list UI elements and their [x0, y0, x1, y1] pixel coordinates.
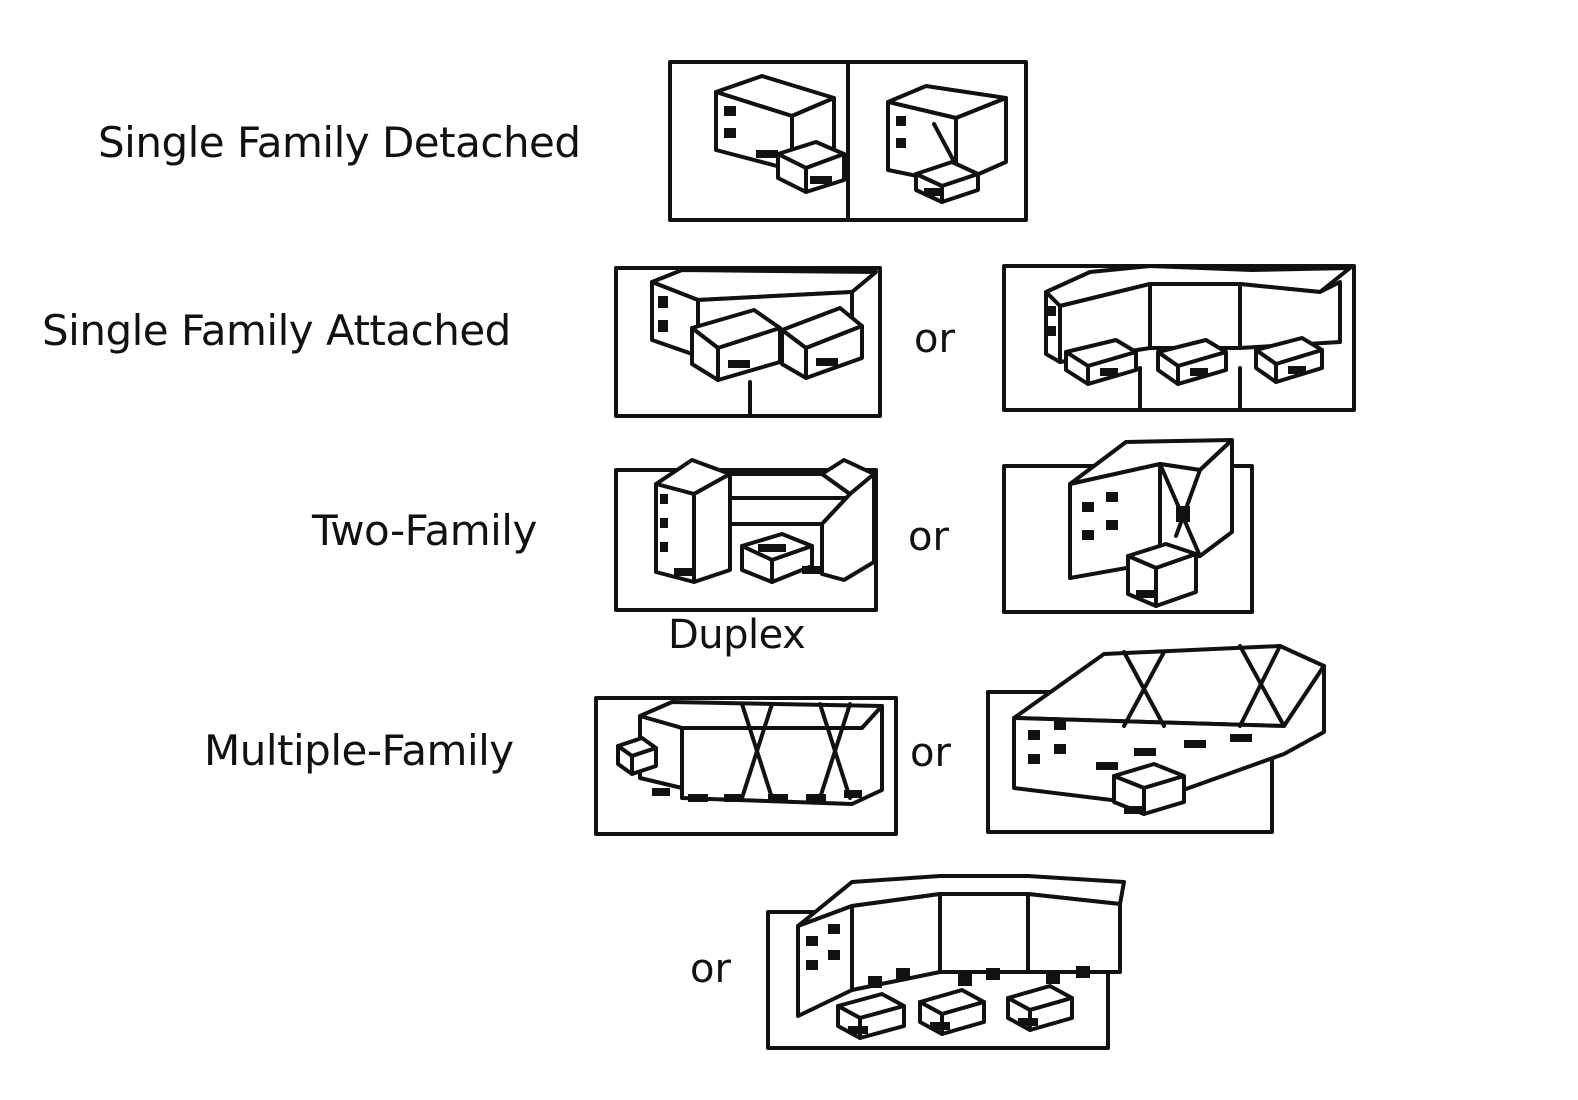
label-single-family-attached: Single Family Attached — [42, 306, 511, 355]
house-icon — [886, 84, 1008, 204]
panel-multifamily-townhouse — [764, 868, 1132, 1052]
or-separator: or — [914, 316, 955, 362]
house-icon — [650, 268, 878, 382]
house-icon — [616, 700, 884, 806]
or-separator: or — [908, 514, 949, 560]
house-icon — [654, 458, 876, 584]
label-single-family-detached: Single Family Detached — [98, 118, 581, 167]
caption-duplex: Duplex — [668, 612, 806, 658]
panel-attached-pair — [612, 264, 884, 420]
label-two-family: Two-Family — [312, 506, 537, 555]
panel-duplex — [612, 454, 880, 614]
house-icon — [1044, 264, 1352, 386]
panel-detached-lots — [666, 58, 1030, 226]
panel-two-family-stacked — [1000, 436, 1256, 616]
or-separator: or — [690, 946, 731, 992]
house-icon — [796, 874, 1126, 1040]
panel-attached-row — [1000, 262, 1358, 414]
label-multiple-family: Multiple-Family — [204, 726, 514, 775]
panel-multifamily-row — [592, 694, 900, 838]
panel-multifamily-block — [984, 636, 1330, 836]
house-icon — [1068, 438, 1234, 608]
or-separator: or — [910, 730, 951, 776]
house-icon — [1012, 644, 1326, 816]
house-icon — [714, 74, 846, 194]
